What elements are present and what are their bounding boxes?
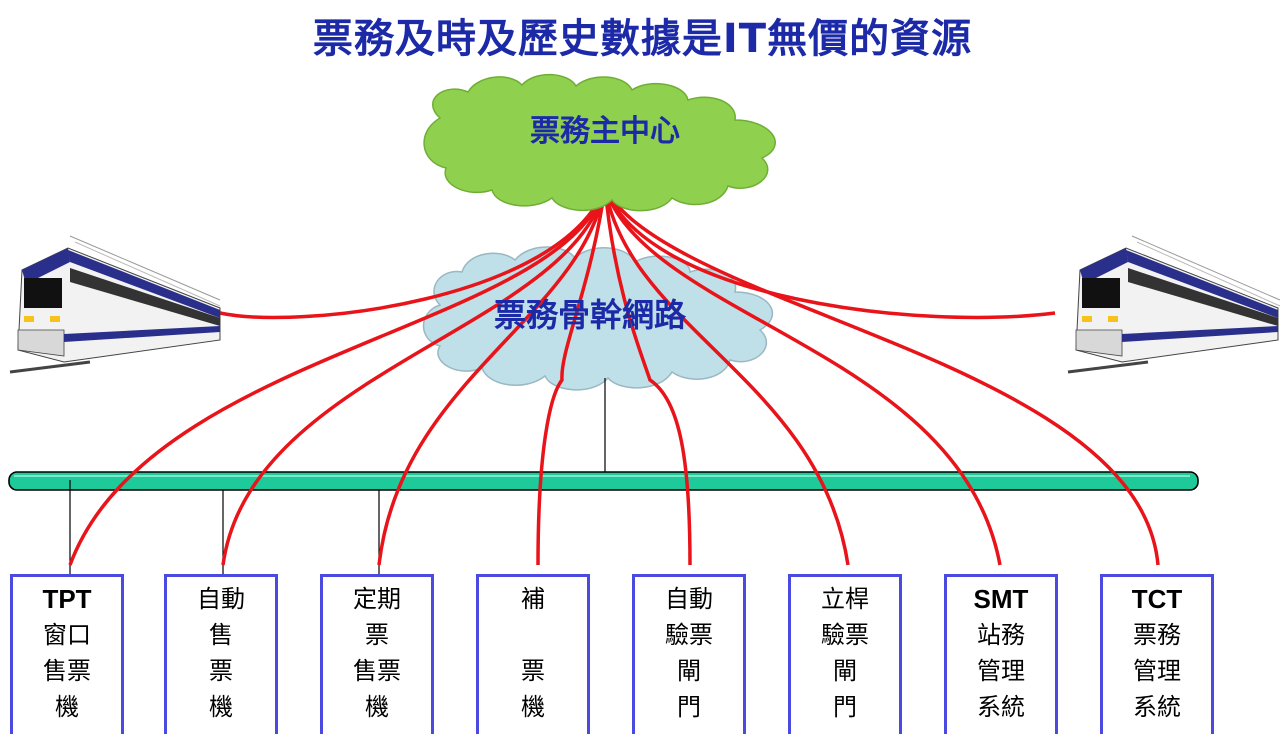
device-label-line: 票 bbox=[365, 621, 389, 649]
device-box: 自動驗票閘門 bbox=[632, 574, 746, 734]
backbone-cloud-label: 票務骨幹網路 bbox=[494, 296, 687, 334]
red-link bbox=[603, 187, 850, 566]
device-box: 立桿驗票閘門 bbox=[788, 574, 902, 734]
device-label-line: 機 bbox=[521, 693, 545, 721]
device-label-line: 閘 bbox=[833, 657, 857, 685]
device-label-line: 機 bbox=[365, 693, 389, 721]
red-link bbox=[219, 187, 607, 320]
train-icon bbox=[1067, 235, 1281, 374]
device-box: TCT 票務管理系統 bbox=[1100, 574, 1214, 734]
device-label-line: 售票 bbox=[43, 657, 91, 685]
device-label-line: 管理 bbox=[1133, 657, 1181, 685]
device-label-line: 門 bbox=[677, 693, 701, 721]
device-label-line: 站務 bbox=[977, 621, 1025, 649]
red-link bbox=[377, 187, 607, 566]
device-label-line: 系統 bbox=[1133, 693, 1181, 721]
device-label-line: 自動 bbox=[665, 585, 713, 613]
device-label-line: 自動 bbox=[197, 585, 245, 613]
red-link bbox=[603, 187, 692, 566]
device-label-line: 驗票 bbox=[821, 621, 869, 649]
center-cloud bbox=[423, 73, 776, 212]
red-link bbox=[603, 187, 1002, 566]
train-icon bbox=[9, 235, 221, 374]
device-box: 補 票機 bbox=[476, 574, 590, 734]
device-code: SMT bbox=[973, 584, 1029, 614]
train-right bbox=[1067, 235, 1281, 374]
device-label-line: 驗票 bbox=[665, 621, 713, 649]
device-label-line: 售票 bbox=[353, 657, 401, 685]
device-label-line: 門 bbox=[833, 693, 857, 721]
device-box: TPT 窗口售票機 bbox=[10, 574, 124, 734]
train-left bbox=[9, 235, 221, 374]
red-link bbox=[221, 187, 607, 566]
red-link bbox=[603, 187, 1160, 566]
device-label-line: 系統 bbox=[977, 693, 1025, 721]
device-label-line: 窗口 bbox=[43, 621, 91, 649]
device-box: 定期票售票機 bbox=[320, 574, 434, 734]
device-code: TPT bbox=[42, 584, 92, 614]
center-cloud-label: 票務主中心 bbox=[530, 114, 680, 149]
device-label-line: 定期 bbox=[353, 585, 401, 613]
device-label-line: 售 bbox=[209, 621, 233, 649]
backbone-cloud bbox=[422, 246, 773, 391]
device-label-line: 票 bbox=[209, 657, 233, 685]
device-box: 自動售票機 bbox=[164, 574, 278, 734]
center-cloud-shape bbox=[423, 73, 776, 212]
device-label-line: 閘 bbox=[677, 657, 701, 685]
device-code: TCT bbox=[1131, 584, 1183, 614]
device-label-line: 管理 bbox=[977, 657, 1025, 685]
red-link bbox=[603, 187, 1056, 320]
red-links bbox=[68, 187, 1160, 566]
device-label-line: 機 bbox=[55, 693, 79, 721]
device-label-line: 立桿 bbox=[821, 585, 869, 613]
device-label-line: 機 bbox=[209, 693, 233, 721]
device-box: SMT 站務管理系統 bbox=[944, 574, 1058, 734]
red-link bbox=[536, 187, 607, 566]
device-label-line bbox=[479, 617, 587, 653]
diagram-title: 票務及時及歷史數據是IT無價的資源 bbox=[312, 16, 973, 62]
device-label-line: 票 bbox=[521, 657, 545, 685]
network-bus bbox=[8, 471, 1199, 491]
device-label-line: 票務 bbox=[1133, 621, 1181, 649]
red-link bbox=[68, 187, 607, 566]
backbone-cloud-shape bbox=[422, 246, 773, 391]
device-label-line: 補 bbox=[521, 585, 545, 613]
